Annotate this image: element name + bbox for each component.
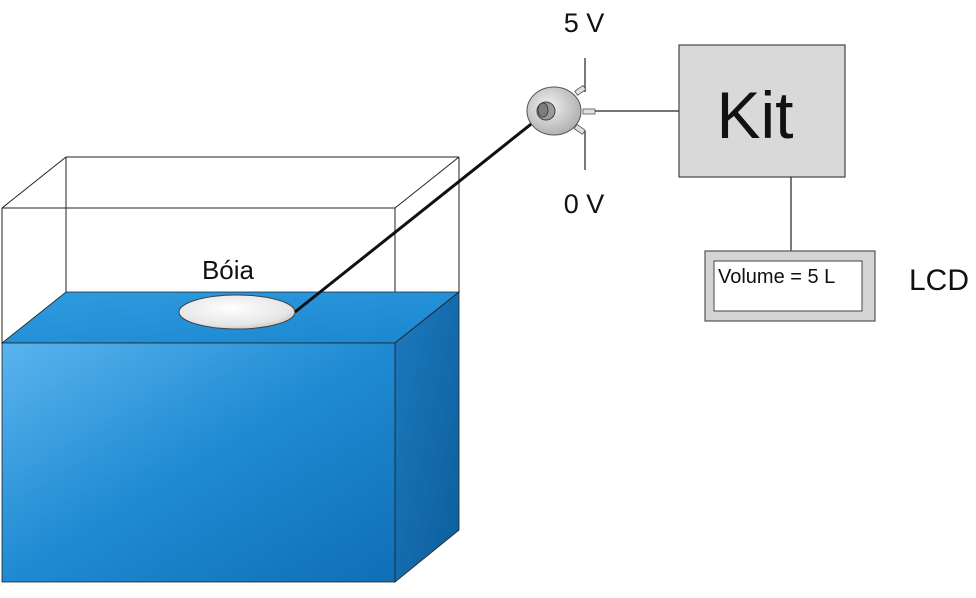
pot-pin-right (582, 108, 596, 115)
water (0, 291, 461, 583)
float-arm (294, 111, 546, 314)
tank (1, 156, 460, 343)
voltage-5v-label: 5 V (564, 8, 605, 38)
voltage-0v-label: 0 V (564, 189, 605, 219)
pot-pin-bottom (573, 123, 586, 135)
lcd-screen (713, 260, 863, 312)
pot-shaft-end (537, 102, 549, 118)
kit-box (678, 44, 846, 178)
tank-top-right-diagonal (394, 156, 460, 209)
tank-top-left-diagonal (1, 156, 67, 209)
pot-pin-top (574, 84, 587, 96)
water-side-face (394, 291, 460, 583)
lcd-label: LCD (909, 264, 969, 297)
kit-label: Kit (716, 78, 793, 152)
water-front-face (1, 342, 396, 583)
lcd-display-text: Volume = 5 L (718, 266, 835, 288)
potentiometer-icon (526, 58, 596, 170)
float-ellipse-icon (178, 294, 296, 330)
boia-label: Bóia (202, 255, 255, 285)
